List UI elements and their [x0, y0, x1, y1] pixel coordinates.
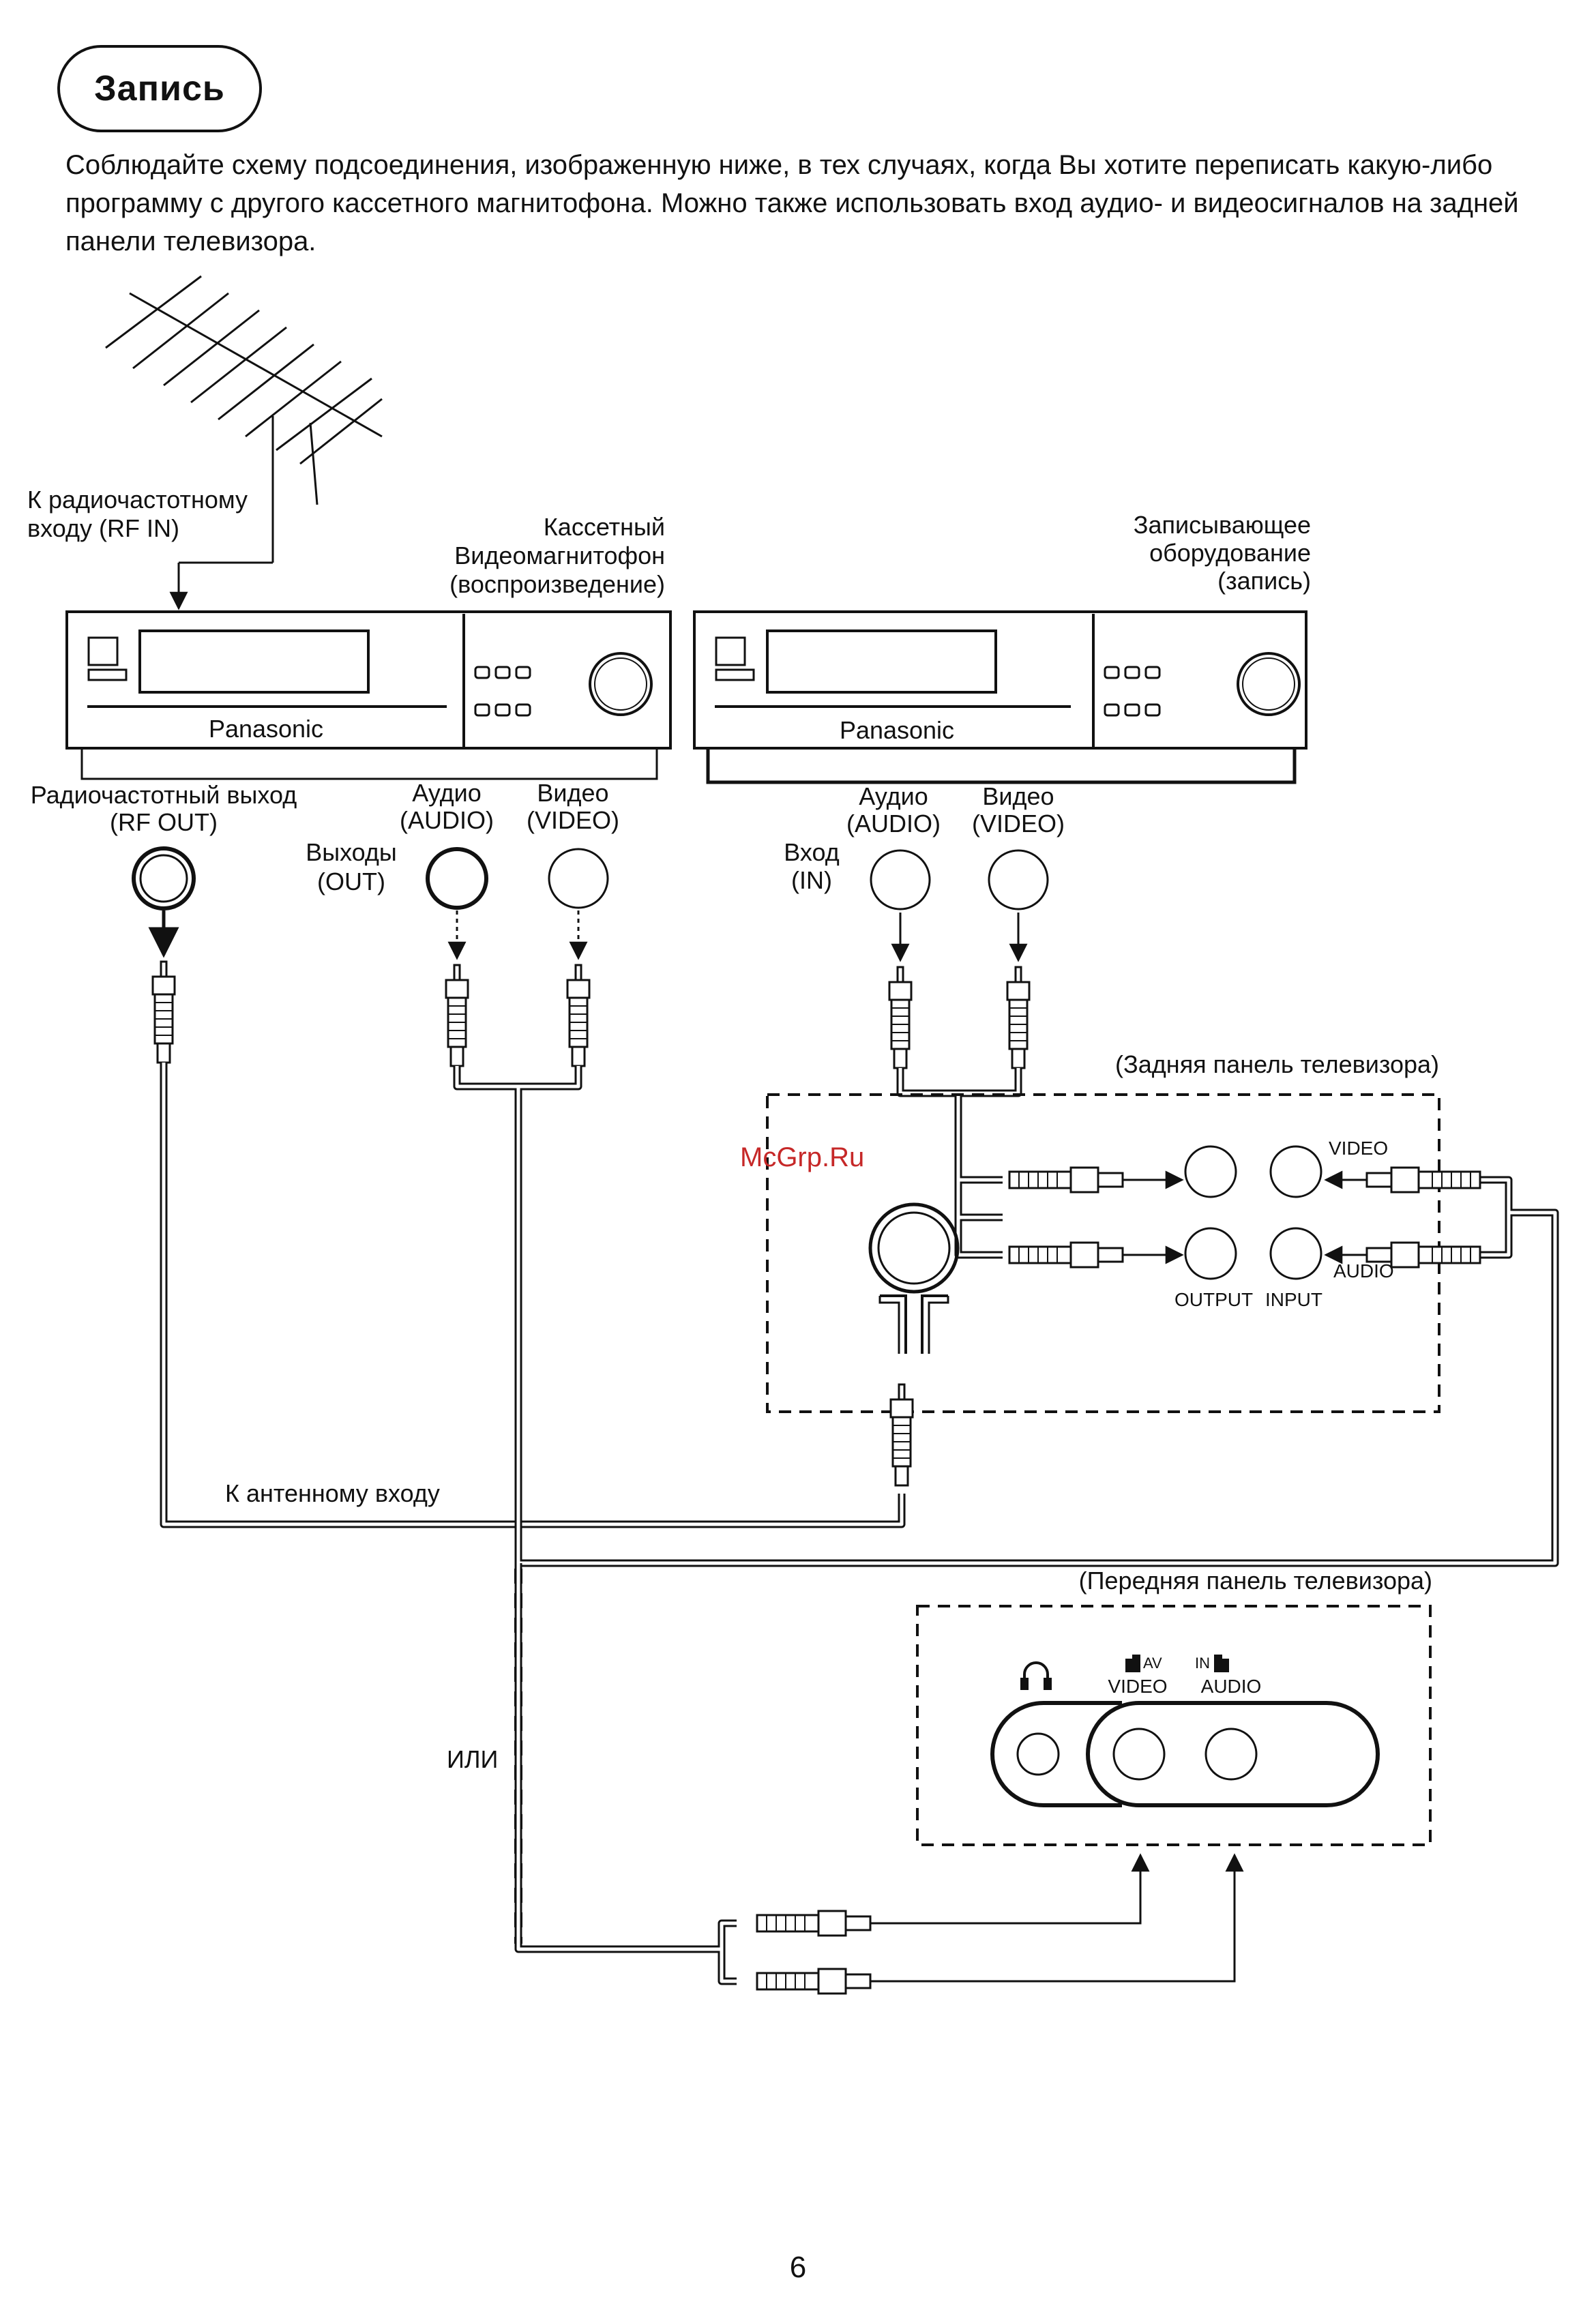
vcr2-label-2: оборудование — [1149, 539, 1311, 567]
rf-out-label-2: (RF OUT) — [110, 808, 218, 836]
vcr1-label-1: Кассетный — [544, 513, 665, 541]
vcr1-brand: Panasonic — [209, 715, 323, 743]
rear-video-label: VIDEO — [1329, 1138, 1388, 1159]
vcr2-label-3: (запись) — [1217, 567, 1311, 595]
front-audio-label: AUDIO — [1201, 1676, 1262, 1697]
in-audio-label-2: (AUDIO) — [846, 810, 941, 838]
out-video-label-1: Видео — [537, 779, 608, 807]
in-video-label-2: (VIDEO) — [972, 810, 1065, 838]
in-video-label-1: Видео — [982, 782, 1054, 810]
rear-audio-out-plug — [1008, 1241, 1142, 1269]
front-in-label: IN — [1195, 1655, 1210, 1672]
rf-cable-plug — [151, 960, 176, 1064]
rf-in-label-2: входу (RF IN) — [27, 514, 179, 542]
out-audio-jack — [426, 847, 488, 910]
antenna-input-label: К антенному входу — [225, 1479, 440, 1507]
rear-video-out-plug — [1008, 1166, 1142, 1194]
tv-rear-label: (Задняя панель телевизора) — [1115, 1050, 1439, 1078]
front-video-label: VIDEO — [1108, 1676, 1167, 1697]
front-jack-strip — [990, 1701, 1380, 1807]
antenna-icon — [105, 275, 383, 610]
rear-input-video-jack — [1269, 1145, 1322, 1198]
page-number: 6 — [789, 2251, 807, 2284]
headphone-icon — [1020, 1661, 1052, 1690]
watermark: McGrp.Ru — [740, 1142, 864, 1172]
input-label-2: (IN) — [791, 866, 832, 894]
rear-input-label: INPUT — [1265, 1289, 1322, 1310]
in-video-jack — [988, 849, 1049, 910]
outputs-label-2: (OUT) — [317, 868, 385, 895]
rear-input-audio-jack — [1269, 1227, 1322, 1280]
outputs-label-1: Выходы — [306, 838, 397, 866]
out-audio-plug — [445, 964, 469, 1067]
rf-out-label-1: Радиочастотный выход — [31, 781, 297, 809]
in-audio-plug — [888, 966, 913, 1069]
intro-paragraph: Соблюдайте схему подсоединения, изображе… — [65, 150, 1519, 256]
vcr2-brand: Panasonic — [840, 716, 954, 744]
rear-audio-label: AUDIO — [1333, 1260, 1394, 1281]
out-video-plug — [566, 964, 591, 1067]
vcr1-label-3: (воспроизведение) — [449, 570, 665, 598]
vcr2-label-1: Записывающее — [1134, 511, 1311, 539]
in-video-plug — [1006, 966, 1031, 1069]
out-audio-label-1: Аудио — [412, 779, 482, 807]
out-video-label-2: (VIDEO) — [527, 806, 619, 834]
or-label: ИЛИ — [447, 1745, 498, 1773]
section-title: Запись — [57, 45, 262, 132]
in-audio-jack — [870, 849, 931, 910]
out-audio-label-2: (AUDIO) — [400, 806, 494, 834]
in-icon — [1214, 1655, 1229, 1672]
input-label-1: Вход — [784, 838, 839, 866]
rear-video-in-plug — [1348, 1166, 1481, 1194]
rear-arrows — [1140, 1170, 1349, 1264]
rear-output-video-jack — [1184, 1145, 1237, 1198]
recording-vcr — [693, 610, 1307, 784]
tv-front-panel — [916, 1605, 1432, 1846]
jack-arrows — [148, 910, 1028, 962]
playback-vcr — [65, 610, 672, 780]
vcr1-label-2: Видеомагнитофон — [454, 542, 665, 569]
front-av-label: AV — [1143, 1655, 1162, 1672]
rf-in-label-1: К радиочастотному — [27, 486, 248, 514]
front-audio-plug — [756, 1968, 889, 1995]
antenna-input-jack — [868, 1202, 960, 1354]
av-icon — [1125, 1655, 1140, 1672]
cables — [160, 1063, 1559, 1985]
rf-out-jack — [132, 846, 196, 910]
rear-output-audio-jack — [1184, 1227, 1237, 1280]
rear-output-label: OUTPUT — [1174, 1289, 1253, 1310]
antenna-cable-plug — [889, 1383, 914, 1487]
tv-front-label: (Передняя панель телевизора) — [1079, 1567, 1432, 1595]
in-audio-label-1: Аудио — [859, 782, 928, 810]
front-arrows — [888, 1853, 1244, 1983]
front-video-plug — [756, 1910, 889, 1937]
out-video-jack — [548, 848, 609, 909]
